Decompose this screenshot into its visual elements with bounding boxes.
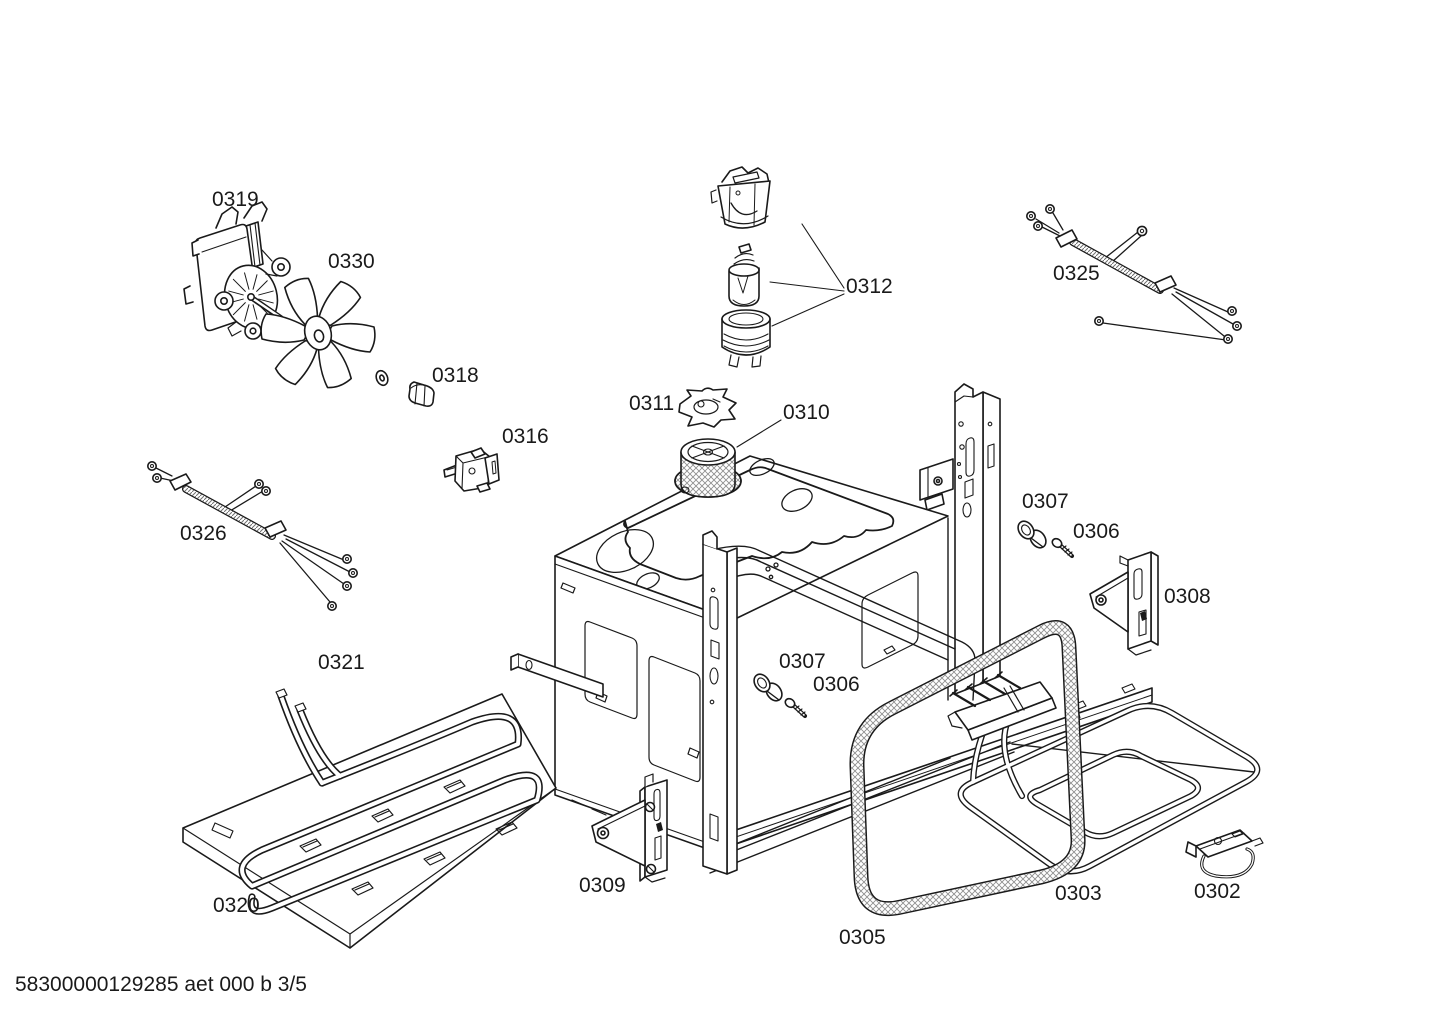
wire-harness-right-drawing	[1026, 204, 1243, 344]
grill-element-drawing	[947, 671, 1261, 875]
part-label-0326: 0326	[180, 522, 227, 545]
part-label-0320: 0320	[213, 894, 260, 917]
lamp-clamp-drawing	[678, 387, 737, 428]
document-footer-code: 58300000129285 aet 000 b 3/5	[15, 973, 307, 996]
part-label-0308: 0308	[1164, 585, 1211, 608]
washer-nut-drawing	[375, 369, 435, 407]
part-label-0312: 0312	[846, 275, 893, 298]
part-label-0318: 0318	[432, 364, 479, 387]
spacer-screw-middle-drawing	[753, 673, 808, 719]
fan-motor-drawing	[183, 201, 291, 340]
lamp-assembly-drawing	[710, 166, 845, 368]
hinge-bracket-right-drawing	[1089, 551, 1159, 656]
part-label-0325: 0325	[1053, 262, 1100, 285]
part-label-0306-right: 0306	[1073, 520, 1120, 543]
oven-cavity-drawing	[510, 383, 1153, 875]
part-label-0307-middle: 0307	[779, 650, 826, 673]
door-gasket-drawing	[849, 620, 1086, 917]
part-label-0306-middle: 0306	[813, 673, 860, 696]
part-label-0303: 0303	[1055, 882, 1102, 905]
retainer-clip-drawing	[1185, 829, 1264, 879]
part-label-0307-right: 0307	[1022, 490, 1069, 513]
bottom-element-drawing	[182, 688, 557, 949]
part-label-0330: 0330	[328, 250, 375, 273]
lamp-housing-drawing	[674, 419, 782, 498]
hinge-bracket-left-drawing	[591, 773, 668, 883]
part-label-0319: 0319	[212, 188, 259, 211]
spacer-screw-right-drawing	[1017, 520, 1075, 559]
fan-blade-drawing	[260, 277, 376, 389]
part-label-0305: 0305	[839, 926, 886, 949]
part-label-0309: 0309	[579, 874, 626, 897]
part-label-0311: 0311	[629, 392, 675, 415]
thermostat-switch-drawing	[443, 447, 500, 493]
part-label-0310: 0310	[783, 401, 830, 424]
wire-harness-left-drawing	[147, 460, 358, 611]
part-label-0316: 0316	[502, 425, 549, 448]
part-label-0302: 0302	[1194, 880, 1241, 903]
part-label-0321: 0321	[318, 651, 365, 674]
